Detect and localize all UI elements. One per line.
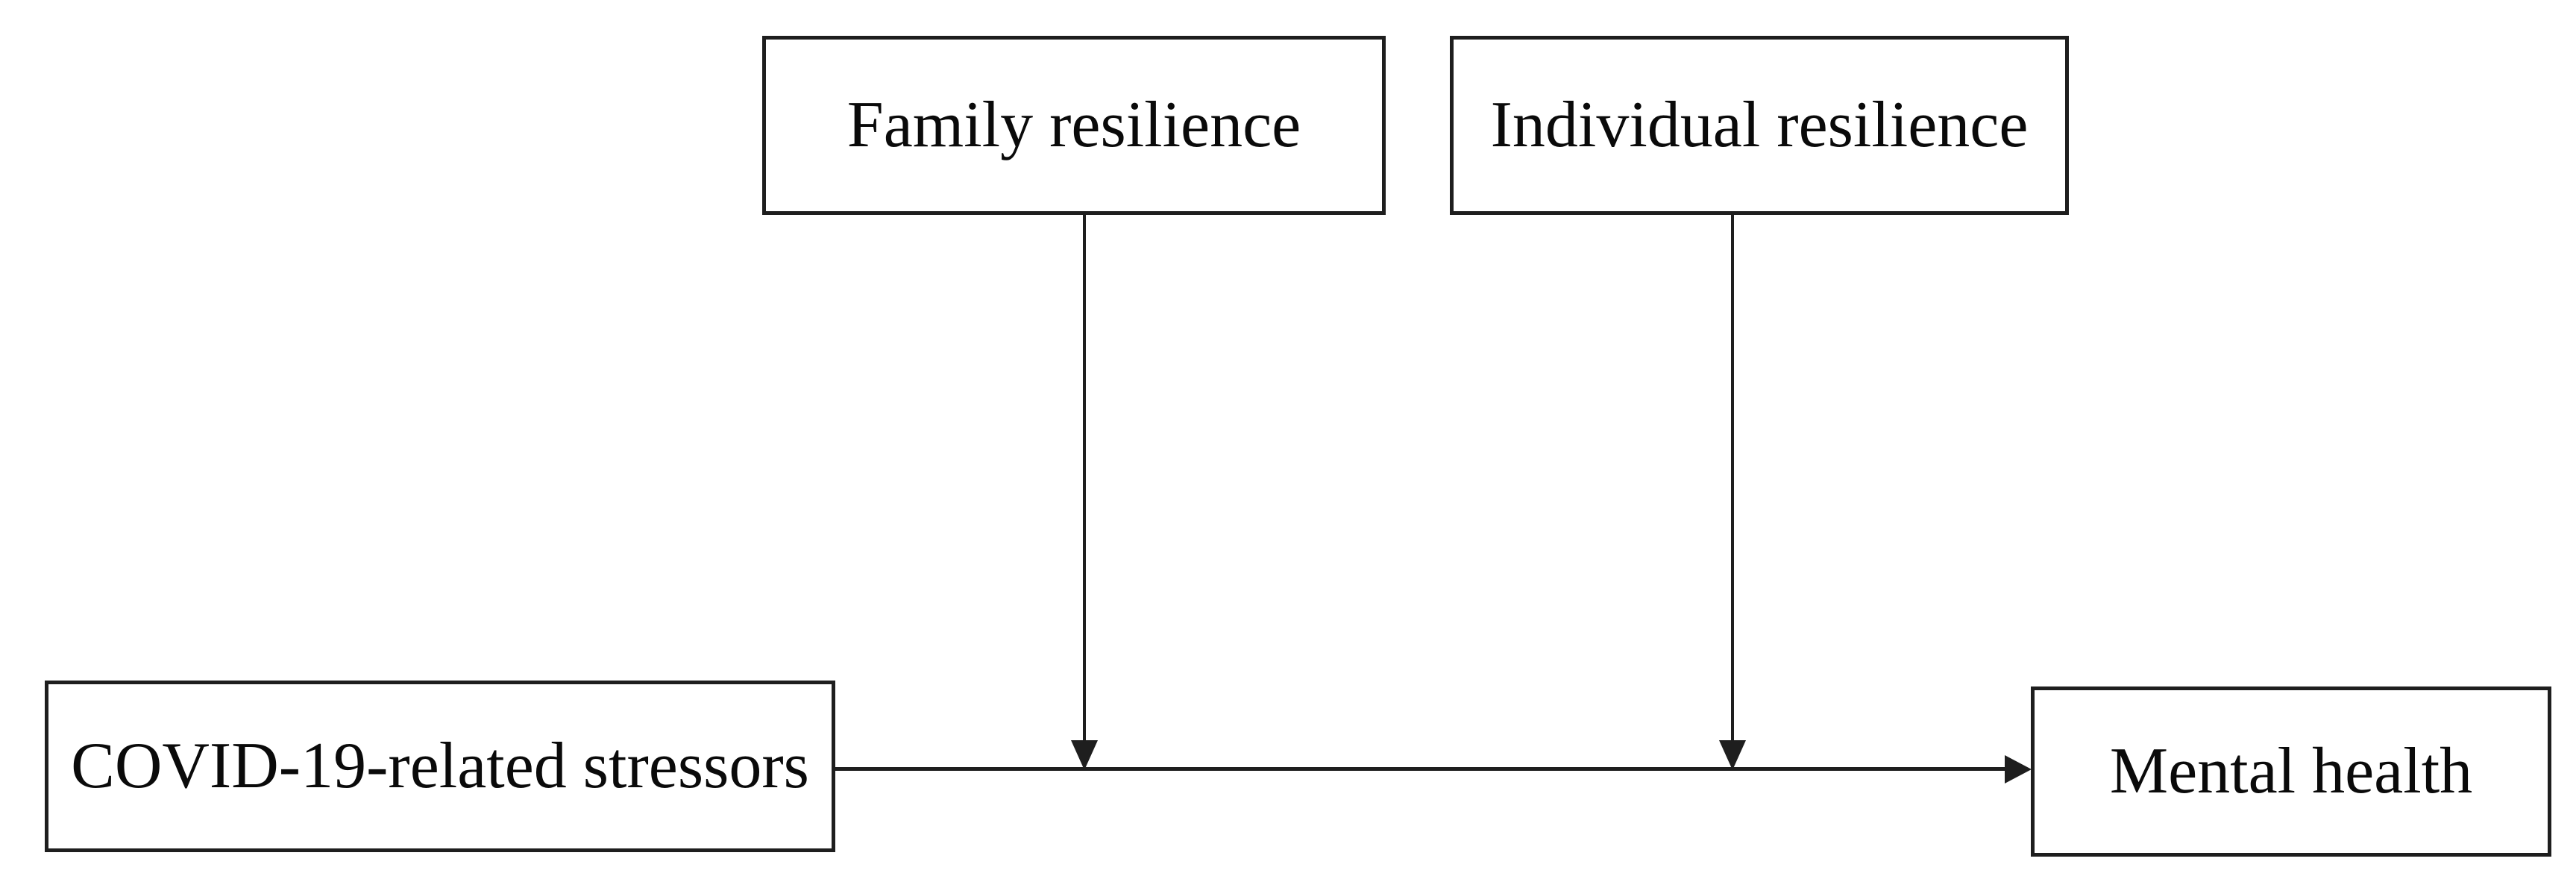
node-mental-health-label: Mental health — [2109, 734, 2473, 807]
edge-individual-moderation-line — [1731, 213, 1734, 740]
node-individual-resilience-label: Individual resilience — [1490, 88, 2029, 161]
edge-family-moderation-line — [1083, 213, 1086, 740]
arrowhead-down-icon — [1071, 740, 1098, 770]
node-mental-health: Mental health — [2031, 686, 2551, 857]
node-covid-stressors: COVID-19-related stressors — [45, 681, 835, 852]
arrowhead-down-icon — [1719, 740, 1746, 770]
node-individual-resilience: Individual resilience — [1450, 36, 2069, 215]
node-covid-stressors-label: COVID-19-related stressors — [71, 729, 809, 802]
edge-covid-to-mental-line — [835, 767, 2006, 771]
node-family-resilience: Family resilience — [762, 36, 1386, 215]
arrowhead-right-icon — [2005, 755, 2032, 784]
node-family-resilience-label: Family resilience — [846, 88, 1301, 161]
